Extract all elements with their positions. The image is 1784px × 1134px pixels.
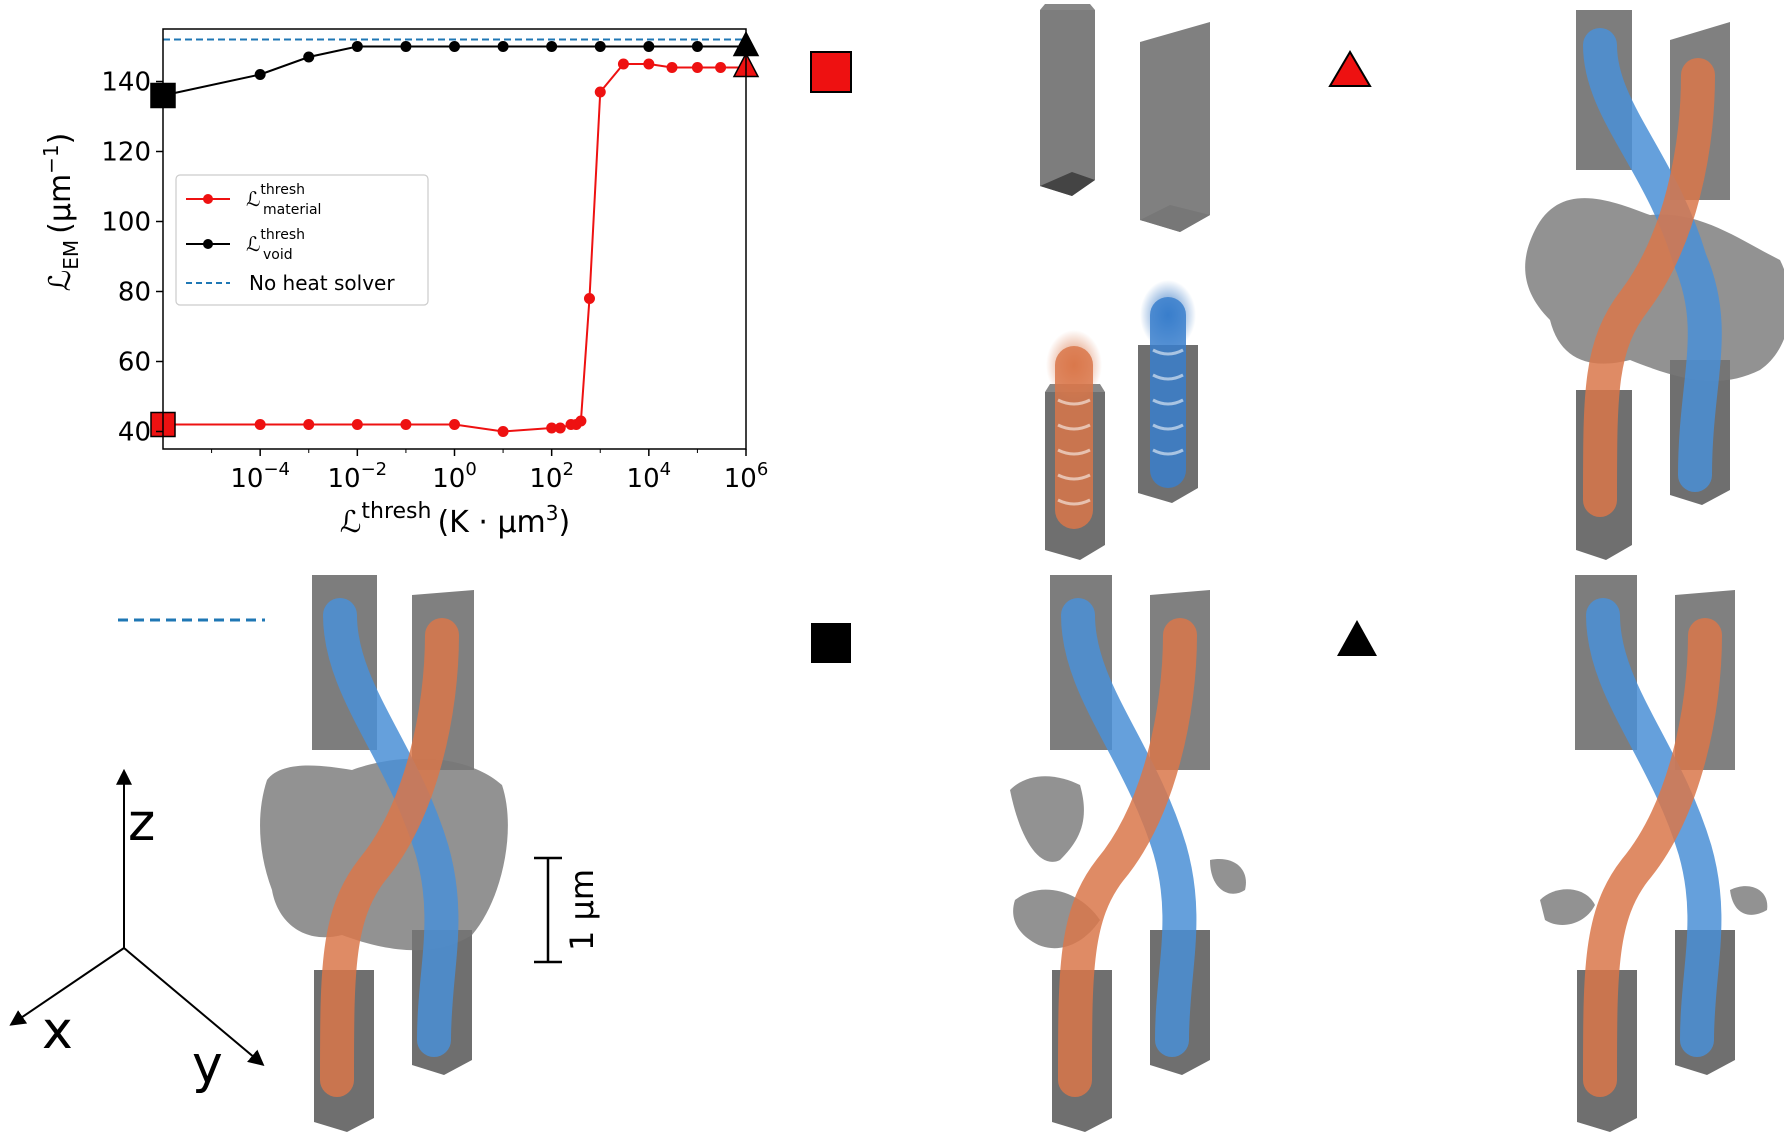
series-1-point [594, 41, 606, 52]
series-1-point [691, 41, 703, 52]
series-1-point [449, 41, 460, 52]
series-1-point [303, 51, 315, 63]
x-tick-label: 102 [529, 459, 574, 494]
y-tick-label: 80 [118, 278, 151, 308]
axis-z-label: z [128, 793, 155, 853]
scale-bar-label: 1 µm [563, 869, 601, 951]
render-red-triangle [1525, 10, 1784, 560]
svg-text:No heat solver: No heat solver [249, 271, 395, 295]
series-0-point [575, 415, 587, 427]
x-ticks: 10−4 10−2 100 102 104 106 [211, 449, 769, 494]
series-0-point [554, 422, 566, 434]
y-ticks: 40 60 80 100 120 140 [101, 68, 163, 448]
series-0-point [497, 426, 509, 437]
render-black-square [1010, 575, 1246, 1132]
key-black-triangle [1337, 620, 1377, 656]
series-layer [157, 41, 752, 437]
y-tick-label: 40 [118, 418, 151, 448]
series-0-point [583, 293, 595, 304]
series-0-point [666, 62, 678, 73]
x-tick-label: 10−4 [230, 459, 290, 494]
series-0-point [617, 58, 629, 70]
x-tick-label: 10−2 [328, 459, 388, 494]
key-red-square [810, 51, 852, 93]
series-1-point [254, 69, 266, 80]
series-1-point [643, 41, 655, 52]
series-0-point [400, 419, 412, 430]
render-no-heat-solver [260, 575, 508, 1132]
series-0-point [449, 419, 460, 430]
box-top-right [1140, 22, 1210, 232]
series-0-point [643, 58, 655, 70]
series-1-point [497, 41, 509, 52]
x-axis-label: ℒthresh(K · µm3) [340, 499, 570, 540]
series-1-point [351, 41, 363, 52]
series-0-point [351, 419, 363, 430]
series-0-point [546, 422, 558, 434]
series-0-point [303, 419, 315, 430]
y-tick-label: 100 [101, 208, 151, 238]
box-top-left [1040, 4, 1095, 196]
y-tick-label: 140 [101, 68, 151, 98]
series-line-1 [162, 45, 746, 97]
legend-entry-reference: No heat solver [186, 271, 395, 295]
series-1-point [400, 41, 412, 52]
chart: 10−4 10−2 100 102 104 106 40 60 80 100 120 140 ℒEM… [39, 28, 769, 540]
key-red-triangle [1328, 50, 1372, 87]
series-0-point [691, 62, 703, 73]
axes-glyph: z x y [9, 768, 265, 1095]
x-tick-label: 104 [627, 459, 672, 494]
key-black-square [811, 623, 851, 663]
series-0-point [594, 86, 606, 98]
series-1-point [546, 41, 558, 52]
render-red-square [1040, 4, 1210, 560]
series-0-point [715, 62, 727, 73]
render-black-triangle [1540, 575, 1768, 1132]
y-axis-label: ℒEM(µm−1) [39, 133, 83, 292]
y-tick-label: 60 [118, 348, 151, 378]
y-tick-label: 120 [101, 138, 151, 168]
series-0-point [254, 419, 266, 430]
x-tick-label: 106 [724, 459, 769, 494]
x-tick-label: 100 [432, 459, 477, 494]
axis-y-label: y [192, 1035, 223, 1095]
axis-x-label: x [42, 1001, 73, 1061]
scale-bar: 1 µm [534, 856, 601, 964]
